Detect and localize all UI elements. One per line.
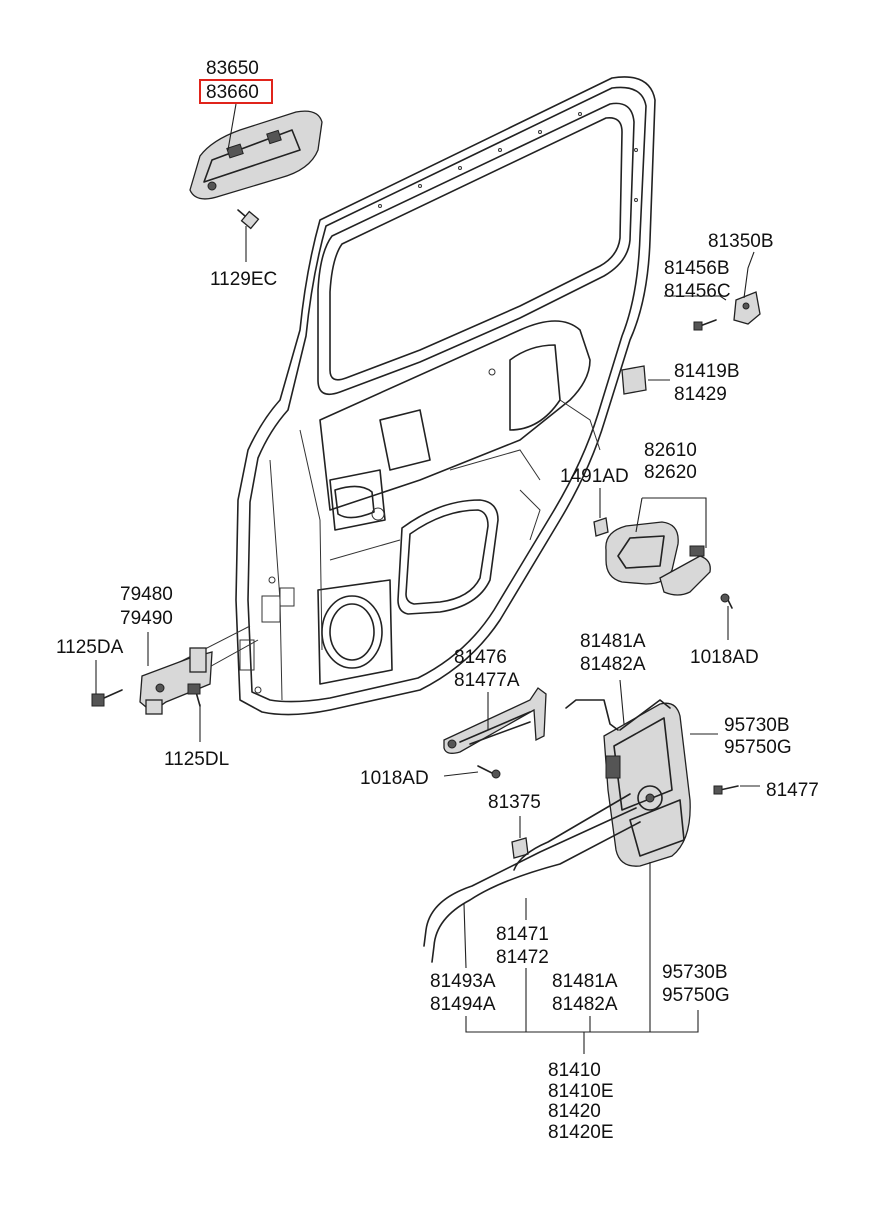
label-1125da: 1125DA <box>56 637 124 658</box>
label-79480: 79480 <box>120 584 173 605</box>
screw-1018ad-right-icon <box>720 593 733 609</box>
label-81375: 81375 <box>488 792 541 813</box>
label-1018ad-right: 1018AD <box>690 647 759 668</box>
inside-handle <box>605 521 711 596</box>
highlight-box <box>199 79 273 104</box>
label-95750g-bot: 95750G <box>662 985 730 1006</box>
bolt-1125dl-icon <box>187 683 201 707</box>
cable-upper <box>423 807 637 947</box>
label-95750g-top: 95750G <box>724 737 792 758</box>
part-labels: 83650 83660 1129EC 81350B 81456B 81456C … <box>56 58 819 1143</box>
label-82610: 82610 <box>644 440 697 461</box>
door-striker-icon <box>733 291 761 325</box>
bolt-1125da-icon <box>91 689 123 707</box>
label-81481a-top: 81481A <box>580 631 646 652</box>
door-latch-actuator <box>603 699 691 867</box>
label-81471: 81471 <box>496 924 549 945</box>
clip-1491ad-icon <box>593 517 609 537</box>
label-81456c: 81456C <box>664 281 731 302</box>
label-82620: 82620 <box>644 462 697 483</box>
label-1125dl: 1125DL <box>164 749 229 770</box>
label-81482a-bot: 81482A <box>552 994 618 1015</box>
screw-1129ec-icon <box>237 209 260 230</box>
label-83650: 83650 <box>206 58 259 79</box>
power-window-switch <box>189 110 323 200</box>
label-1018ad-mid: 1018AD <box>360 768 429 789</box>
label-81494a: 81494A <box>430 994 496 1015</box>
label-81493a: 81493A <box>430 971 496 992</box>
lock-rod <box>565 699 619 731</box>
label-81429: 81429 <box>674 384 727 405</box>
label-95730b-bot: 95730B <box>662 962 728 983</box>
label-81420: 81420 <box>548 1101 601 1122</box>
label-81477: 81477 <box>766 780 819 801</box>
door-panel <box>235 76 656 716</box>
label-81472: 81472 <box>496 947 549 968</box>
cable-lower <box>431 821 641 963</box>
label-81482a-top: 81482A <box>580 654 646 675</box>
door-checker <box>139 625 259 715</box>
label-81350b: 81350B <box>708 231 774 252</box>
label-79490: 79490 <box>120 608 173 629</box>
label-81481a-bot: 81481A <box>552 971 618 992</box>
leader-lines <box>95 103 760 1054</box>
label-1129ec: 1129EC <box>210 269 277 290</box>
pad-icon <box>621 365 647 395</box>
label-81476: 81476 <box>454 647 507 668</box>
label-81477a: 81477A <box>454 670 520 691</box>
screw-81477-icon <box>713 785 739 795</box>
label-83660: 83660 <box>206 82 259 103</box>
label-81456b: 81456B <box>664 258 730 279</box>
striker-screw-icon <box>693 319 717 331</box>
label-95730b-top: 95730B <box>724 715 790 736</box>
label-81419b: 81419B <box>674 361 740 382</box>
label-81410: 81410 <box>548 1060 601 1081</box>
label-81410e: 81410E <box>548 1081 614 1102</box>
latch-bracket <box>443 687 547 754</box>
label-1491ad: 1491AD <box>560 466 629 487</box>
screw-1018ad-mid-icon <box>477 765 501 779</box>
label-81420e: 81420E <box>548 1122 614 1143</box>
